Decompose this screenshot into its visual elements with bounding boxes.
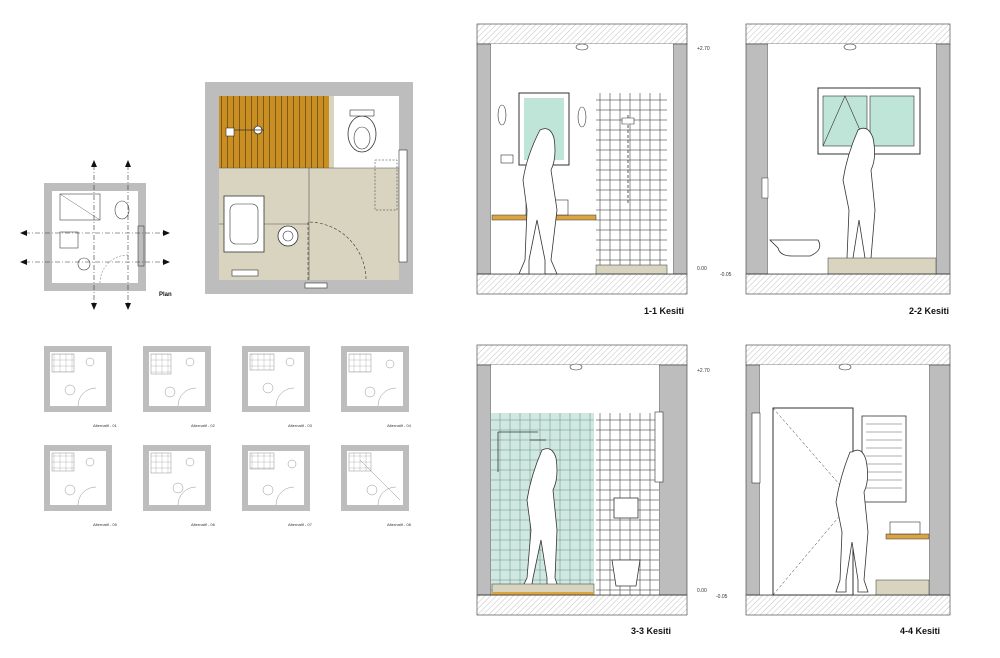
large-plan [205, 82, 413, 294]
alternative-4: Alternatif - 04 [341, 346, 412, 428]
small-plan-sink [59, 231, 79, 249]
alternative-label: Alternatif - 08 [387, 522, 412, 527]
section-3-3: +2.70 0.00 -0.05 3-3 Kesiti [476, 344, 728, 636]
alternative-8: Alternatif - 08 [341, 445, 412, 527]
person-silhouette [518, 128, 558, 275]
level-mark: +2.70 [697, 46, 710, 52]
person-top-view-icon [277, 225, 299, 247]
section-label-4-4: 4-4 Kesiti [900, 626, 940, 636]
plan-label: Plan [159, 292, 172, 298]
alternative-label: Alternatif - 01 [93, 423, 118, 428]
person-silhouette [520, 448, 560, 591]
sink-icon [223, 195, 265, 253]
wall-toilet [769, 239, 821, 257]
alternative-label: Alternatif - 04 [387, 423, 412, 428]
ceiling-light-icon [843, 43, 857, 51]
small-plan: Plan [20, 160, 172, 310]
alternative-label: Alternatif - 07 [288, 522, 313, 527]
section-1-1: +2.70 0.00 -0.05 1-1 Kesiti [476, 23, 732, 316]
shower-tray [219, 96, 329, 168]
level-mark: -0.05 [716, 594, 728, 600]
alternative-label: Alternatif - 05 [93, 522, 118, 527]
level-mark: 0.00 [697, 266, 707, 272]
alternative-label: Alternatif - 02 [191, 423, 216, 428]
section-2-2: 2-2 Kesiti [745, 23, 951, 316]
door-swing [307, 221, 367, 281]
ceiling-light-icon [569, 363, 583, 371]
person-silhouette [835, 449, 869, 593]
small-plan-shower [59, 193, 101, 221]
window-plan [398, 149, 408, 263]
small-plan-room [52, 191, 138, 283]
alternatives-grid: Alternatif - 01 Alternatif - 02 Alternat… [44, 346, 412, 527]
flush-plate [613, 497, 639, 519]
small-plan-person [77, 257, 91, 271]
section-label-1-1: 1-1 Kesiti [644, 306, 684, 316]
alternative-7: Alternatif - 07 [242, 445, 313, 527]
alternative-5: Alternatif - 05 [44, 445, 118, 527]
section-label-3-3: 3-3 Kesiti [631, 626, 671, 636]
level-mark: +2.70 [697, 368, 710, 374]
alternative-3: Alternatif - 03 [242, 346, 313, 428]
towel-radiator [861, 415, 907, 503]
level-mark: -0.05 [720, 272, 732, 278]
alternative-6: Alternatif - 06 [143, 445, 216, 527]
alternative-2: Alternatif - 02 [143, 346, 216, 428]
toilet-side [611, 559, 641, 587]
section-label-2-2: 2-2 Kesiti [909, 306, 949, 316]
alternative-label: Alternatif - 03 [288, 423, 313, 428]
level-mark: 0.00 [697, 588, 707, 594]
small-plan-toilet [114, 200, 130, 220]
ceiling-light-icon [838, 363, 852, 371]
section-4-4: 4-4 Kesiti [745, 344, 951, 636]
alternative-1: Alternatif - 01 [44, 346, 118, 428]
alternative-label: Alternatif - 06 [191, 522, 216, 527]
toilet-icon [347, 115, 377, 153]
person-silhouette [842, 127, 876, 271]
ceiling-light-icon [575, 43, 589, 51]
